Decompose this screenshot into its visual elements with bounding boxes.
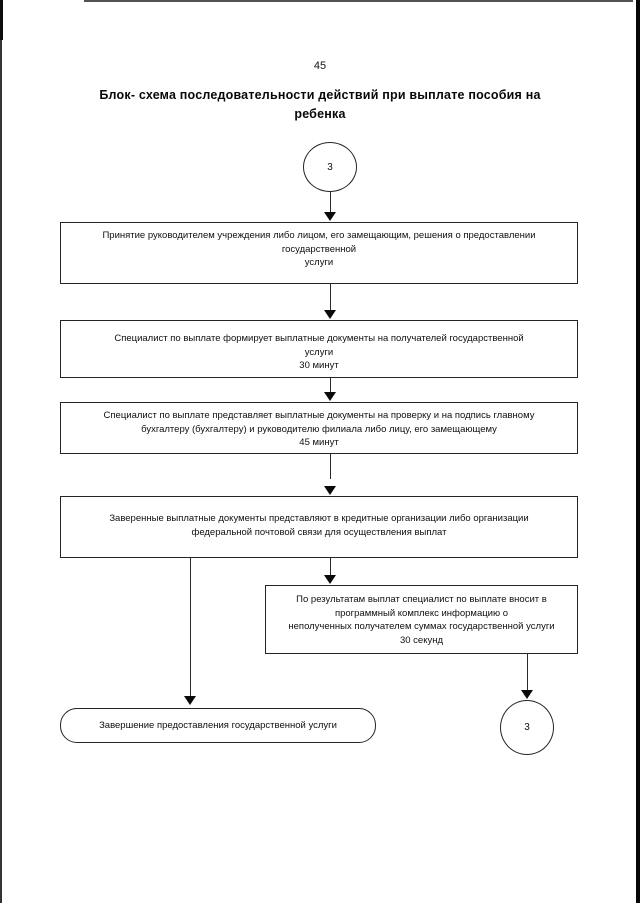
process-box-3: Специалист по выплате представляет выпла…: [60, 402, 578, 454]
connector-circle-top-label: 3: [327, 161, 333, 173]
terminator-box-end-text: Завершение предоставления государственно…: [99, 720, 337, 731]
edge-process-1-to-2: [330, 284, 331, 312]
arrowhead-process-1: [324, 212, 336, 221]
arrowhead-process-4: [324, 486, 336, 495]
arrowhead-process-2: [324, 310, 336, 319]
process-box-1: Принятие руководителем учреждения либо л…: [60, 222, 578, 284]
edge-process-4-to-terminator: [190, 558, 191, 697]
process-box-4: Заверенные выплатные документы представл…: [60, 496, 578, 558]
process-box-4-text: Заверенные выплатные документы представл…: [109, 513, 529, 538]
scan-edge-right-upper: [633, 0, 636, 808]
page-number: 45: [313, 60, 327, 72]
scan-edge-left: [0, 0, 2, 905]
edge-connector-to-process-1: [330, 192, 331, 214]
arrowhead-terminator: [184, 696, 196, 705]
connector-circle-bottom-label: 3: [524, 722, 530, 733]
scan-edge-left-corner: [0, 0, 3, 40]
process-box-5-text: По результатам выплат специалист по выпл…: [288, 594, 555, 646]
connector-circle-bottom: 3: [500, 700, 554, 755]
scan-edge-right: [636, 0, 640, 905]
edge-process-3-to-4: [330, 454, 331, 479]
connector-circle-top: 3: [303, 142, 357, 192]
process-box-5: По результатам выплат специалист по выпл…: [265, 585, 578, 654]
scan-edge-top: [84, 0, 640, 2]
process-box-2: Специалист по выплате формирует выплатны…: [60, 320, 578, 378]
arrowhead-connector-bottom: [521, 690, 533, 699]
process-box-3-text: Специалист по выплате представляет выпла…: [103, 410, 535, 448]
arrowhead-process-5: [324, 575, 336, 584]
arrowhead-process-3: [324, 392, 336, 401]
process-box-2-text: Специалист по выплате формирует выплатны…: [114, 333, 524, 371]
process-box-1-text: Принятие руководителем учреждения либо л…: [102, 230, 536, 268]
edge-process-4-to-5: [330, 558, 331, 578]
terminator-box-end: Завершение предоставления государственно…: [60, 708, 376, 743]
edge-process-5-to-connector: [527, 654, 528, 694]
edge-process-2-to-3: [330, 378, 331, 394]
scan-edge-bottom: [0, 903, 640, 905]
page-title: Блок- схема последовательности действий …: [99, 88, 541, 121]
